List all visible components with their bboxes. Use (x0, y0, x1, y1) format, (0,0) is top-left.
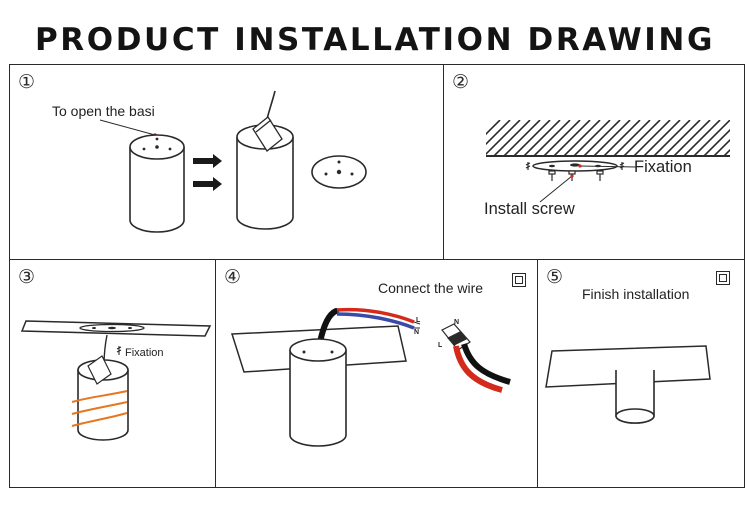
page-title: PRODUCT INSTALLATION DRAWING (34, 22, 716, 58)
step-5-cylinder (615, 370, 655, 424)
arrows (193, 154, 222, 191)
wire-black (317, 308, 339, 345)
closed-cylinder-holes (142, 137, 172, 151)
driver-box (252, 116, 283, 152)
step-5-wall-switch-icon (716, 271, 730, 285)
step-5-finish-label: Finish installation (582, 286, 690, 302)
step-5-illustration (545, 345, 711, 424)
step-2-fixation-label: Fixation (634, 158, 692, 176)
step-4-cylinder (289, 338, 347, 447)
screw-leader (539, 175, 573, 203)
wire-blue (336, 312, 415, 330)
step-1-illustration (99, 90, 367, 233)
step-4-illustration (230, 307, 511, 447)
screws (548, 170, 604, 181)
step-4-panel: ④ Connect the wire L N N L (215, 259, 540, 488)
step-4-number: ④ (224, 266, 242, 288)
step-5-number: ⑤ (546, 266, 564, 288)
step-3-anchor-icon (116, 346, 122, 355)
step-3-panel: ③ Fixation (9, 259, 218, 488)
step-1-panel: ① To open the basi (9, 64, 446, 261)
base-plate-holes (324, 160, 354, 176)
step-2-screw-label: Install screw (484, 200, 575, 218)
step-5-panel: ⑤ Finish installation (537, 259, 745, 488)
wall-switch-icon (512, 273, 526, 287)
step-2-panel: ② Fixation Install screw (443, 64, 745, 261)
connector-wire-black (461, 343, 511, 385)
step-1-number: ① (18, 71, 36, 93)
step-2-number: ② (452, 71, 470, 93)
step-1-leader-line (99, 119, 156, 136)
wire-red (336, 307, 415, 324)
step-5-ceiling-board (545, 345, 711, 388)
fixation-leader (579, 165, 637, 168)
wire-label-l: L (416, 317, 421, 324)
step-1-open-label: To open the basi (52, 103, 155, 119)
step-3-fixation-label: Fixation (125, 347, 164, 359)
wire-label-n: N (414, 329, 420, 336)
connector-wire-red (453, 345, 503, 393)
ceiling-hatch (486, 120, 730, 156)
rotation-waves (71, 390, 128, 427)
step-3-illustration (20, 320, 212, 441)
closed-cylinder (129, 134, 185, 233)
step-3-number: ③ (18, 266, 36, 288)
step-3-driver (87, 355, 112, 385)
connector-label-n: N (454, 319, 460, 326)
step-2-illustration (486, 120, 730, 203)
open-cylinder (236, 124, 294, 230)
terminal-connector (441, 323, 471, 351)
step-4-connect-label: Connect the wire (378, 280, 484, 296)
connector-label-l: L (438, 342, 443, 349)
